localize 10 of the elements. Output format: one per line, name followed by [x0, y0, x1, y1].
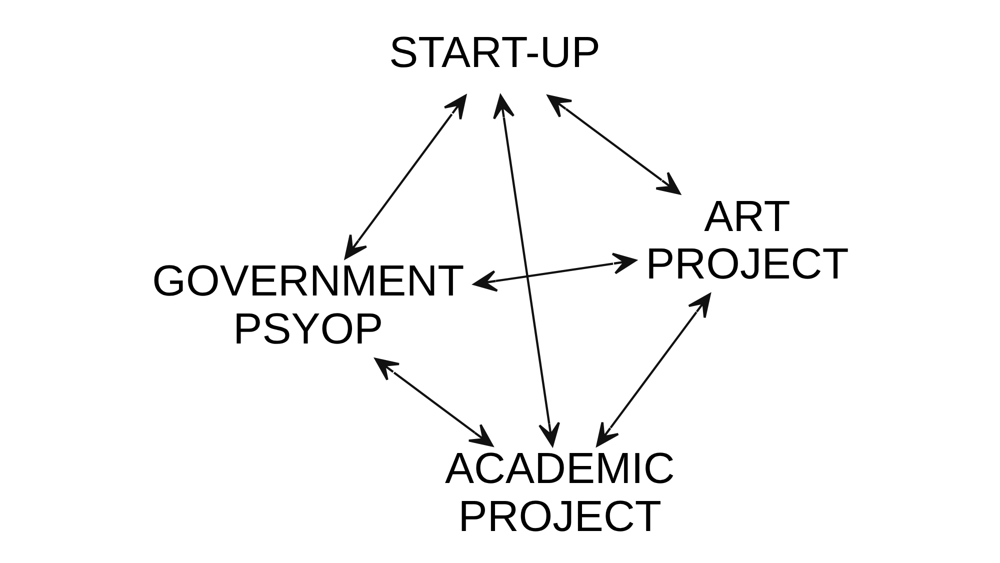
arrow [596, 293, 710, 447]
node-text: ACADEMIC PROJECT [444, 444, 674, 541]
arrow [344, 94, 466, 260]
arrow [472, 252, 636, 292]
node-text: GOVERNMENT PSYOP [152, 258, 464, 354]
arrow [374, 358, 493, 447]
arrow [492, 94, 560, 447]
arrow [546, 94, 680, 195]
node-text: ART PROJECT [645, 192, 848, 289]
node-text: START-UP [388, 28, 600, 77]
